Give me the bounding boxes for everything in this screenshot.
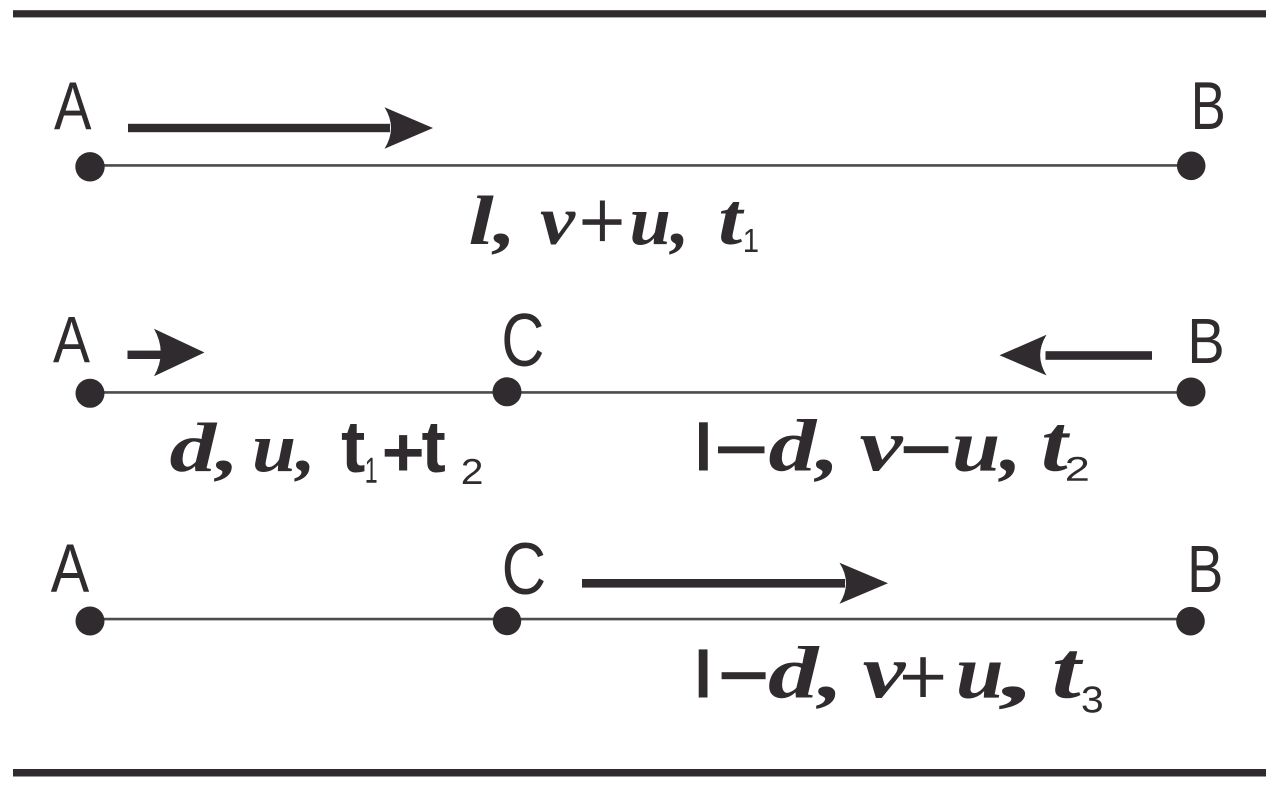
svg-text:B: B: [1187, 305, 1224, 377]
svg-text:,: ,: [998, 630, 1036, 714]
svg-text:B: B: [1191, 68, 1226, 144]
svg-text:d,: d,: [170, 410, 240, 487]
svg-text:+: +: [382, 413, 425, 491]
svg-text:v: v: [540, 183, 576, 260]
svg-text:u,: u,: [630, 183, 690, 260]
svg-text:d,: d,: [769, 406, 841, 488]
svg-text:t: t: [341, 407, 365, 488]
svg-text:A: A: [54, 68, 92, 144]
svg-text:v: v: [863, 631, 907, 715]
svg-text:l,: l,: [469, 183, 517, 260]
svg-text:t: t: [422, 407, 446, 488]
svg-text:t: t: [1052, 625, 1084, 716]
svg-text:C: C: [501, 298, 544, 382]
svg-text:A: A: [51, 530, 89, 607]
svg-text:C: C: [502, 529, 546, 610]
svg-text:t: t: [718, 179, 745, 261]
svg-text:t: t: [1041, 401, 1071, 489]
svg-text:u,: u,: [252, 410, 316, 487]
svg-text:u,: u,: [952, 406, 1022, 488]
svg-text:A: A: [53, 303, 90, 377]
svg-text:u: u: [956, 631, 1004, 715]
svg-text:B: B: [1187, 532, 1223, 607]
svg-text:d,: d,: [768, 633, 844, 715]
svg-text:v: v: [860, 406, 904, 488]
